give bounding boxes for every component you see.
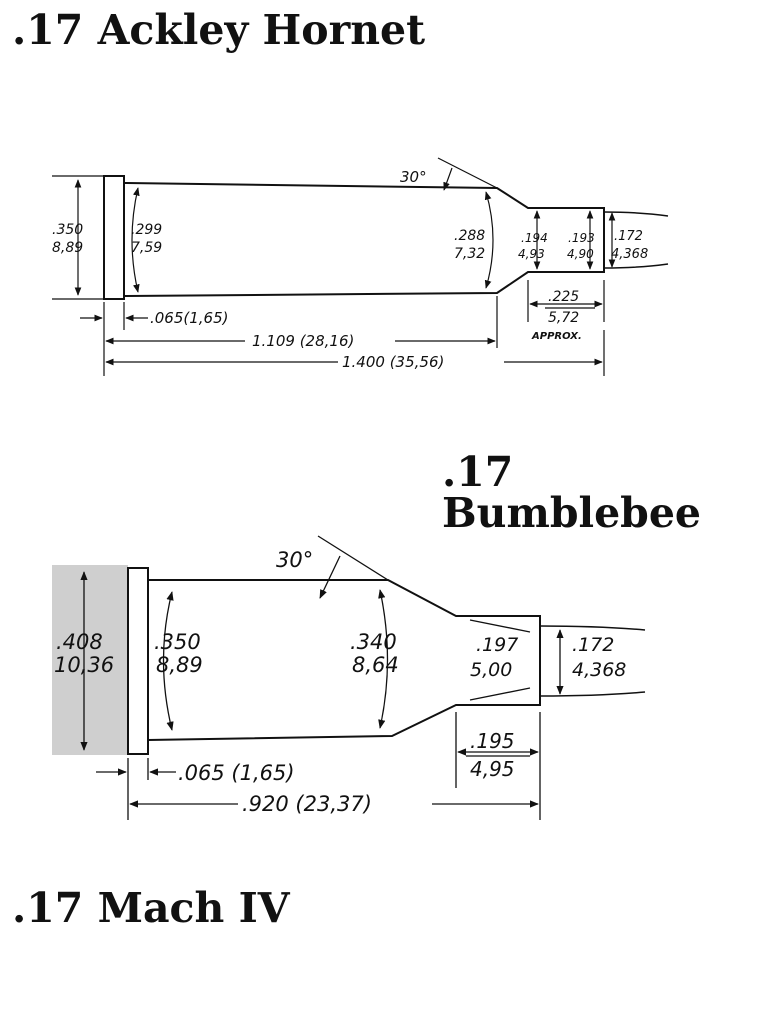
bumblebee-drawing: 30° .408 10,36 .350 8,89 .340 8,64 .197 …	[52, 535, 646, 820]
ackley-mouth-dia-mm: 4,90	[567, 247, 594, 261]
bumblebee-neck-length-mm: 4,95	[470, 757, 515, 781]
cartridge-title-mach-iv: .17 Mach IV	[12, 884, 290, 932]
ackley-bullet-dia-mm: 4,368	[611, 247, 648, 262]
ackley-base-dia-in: .299	[131, 222, 162, 238]
ackley-hornet-drawing: 30° .350 8,89 .299 7,59 .288 7,32 .194 4…	[52, 157, 669, 376]
bumblebee-shoulder-dia-in: .340	[350, 630, 397, 654]
bumblebee-bullet-dia-mm: 4,368	[572, 659, 626, 681]
ackley-shoulder-dia-in: .288	[454, 228, 485, 244]
bumblebee-base-dia-mm: 8,89	[156, 653, 203, 677]
bumblebee-neck-dia-in: .197	[476, 634, 518, 656]
bumblebee-bullet-outline	[539, 625, 646, 697]
bumblebee-rim-dia-mm: 10,36	[54, 653, 114, 677]
bumblebee-rim-dia-in: .408	[56, 630, 103, 654]
ackley-bullet-outline	[603, 211, 669, 269]
bumblebee-rim-thickness: .065 (1,65)	[178, 761, 295, 785]
bumblebee-shoulder-angle: 30°	[276, 548, 313, 572]
cartridge-title-ackley-hornet: .17 Ackley Hornet	[12, 6, 426, 54]
ackley-neck-length-in: .225	[548, 289, 579, 305]
ackley-rim-thickness: .065(1,65)	[150, 309, 229, 327]
ackley-length-to-shoulder: 1.109 (28,16)	[252, 332, 354, 350]
bumblebee-base-dia-in: .350	[154, 630, 201, 654]
bumblebee-shoulder-dia-mm: 8,64	[352, 653, 399, 677]
bumblebee-case-outline	[127, 567, 541, 755]
ackley-rim-dia-mm: 8,89	[52, 240, 83, 256]
ackley-neck-dia-mm: 4,93	[518, 247, 545, 261]
ackley-bullet-dia-in: .172	[614, 229, 643, 244]
cartridge-title-bumblebee: .17 Bumblebee	[442, 448, 702, 537]
ackley-neck-length-mm: 5,72	[548, 310, 579, 326]
bumblebee-neck-length-in: .195	[470, 729, 515, 753]
ackley-case-length: 1.400 (35,56)	[342, 353, 444, 371]
ackley-neck-length-note: APPROX.	[531, 331, 582, 342]
bumblebee-neck-dia-mm: 5,00	[470, 659, 512, 681]
ackley-shoulder-angle: 30°	[400, 168, 427, 186]
bumblebee-rim-shade	[52, 565, 128, 755]
ackley-rim-dia-in: .350	[52, 222, 83, 238]
ackley-case-outline	[103, 175, 605, 300]
ackley-base-dia-mm: 7,59	[131, 240, 162, 256]
bumblebee-bullet-dia-in: .172	[572, 634, 614, 656]
bumblebee-case-length: .920 (23,37)	[242, 792, 372, 816]
ackley-mouth-dia-in: .193	[568, 231, 595, 245]
ackley-neck-dia-in: .194	[521, 231, 548, 245]
ackley-shoulder-dia-mm: 7,32	[454, 246, 485, 262]
